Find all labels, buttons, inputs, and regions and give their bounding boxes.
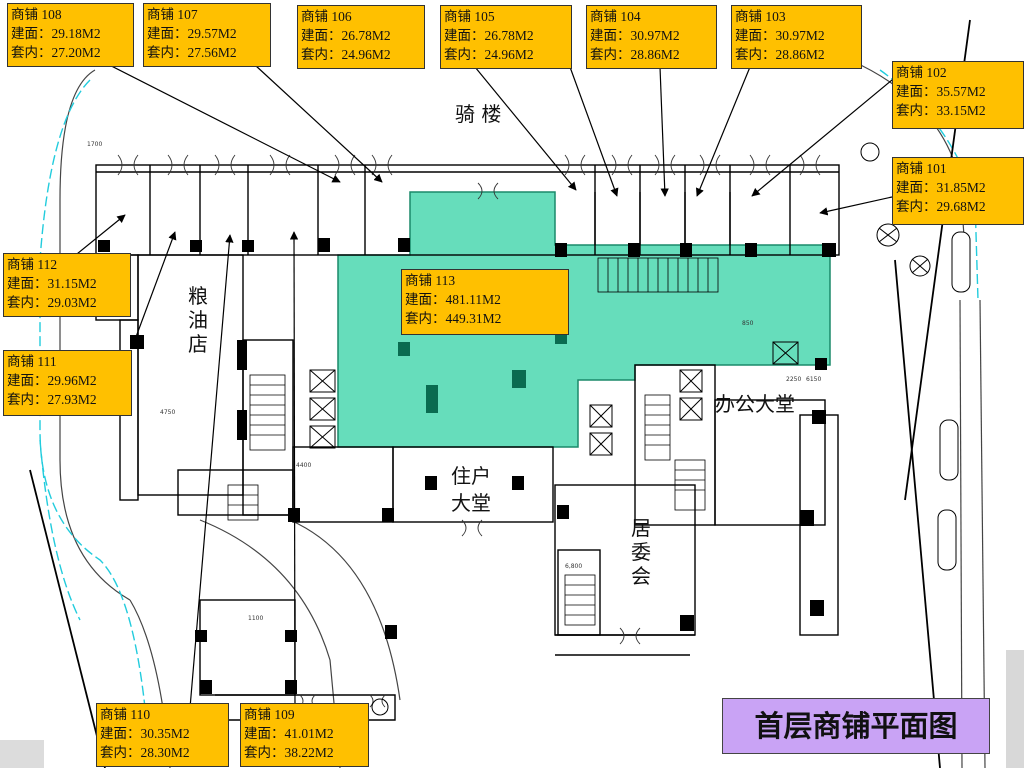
shop-110-name: 商铺 110 [100, 707, 151, 722]
dimension-text: 1700 4750 2250 6150 4400 1100 6,800 850 [87, 141, 821, 622]
dimension-4750: 4750 [160, 409, 175, 416]
shop-104-built-area: 建面：30.97M2 [590, 28, 680, 43]
shop-101-built-area: 建面：31.85M2 [896, 180, 986, 195]
shop-105-inner-area: 套内：24.96M2 [444, 47, 534, 62]
shop-113-name: 商铺 113 [405, 273, 456, 288]
shop-110-inner-area: 套内：28.30M2 [100, 745, 190, 760]
committee-label: 居委会 [631, 516, 651, 588]
dimension-2250: 2250 [786, 376, 801, 383]
shop-103-built-area: 建面：30.97M2 [735, 28, 825, 43]
shop-107-label: 商铺 107 建面：29.57M2 套内：27.56M2 [143, 3, 271, 67]
shop-113-label: 商铺 113 建面：481.11M2 套内：449.31M2 [401, 269, 569, 335]
shop-110-label: 商铺 110 建面：30.35M2 套内：28.30M2 [96, 703, 229, 767]
shop-102-label: 商铺 102 建面：35.57M2 套内：33.15M2 [892, 61, 1024, 129]
shop-105-label: 商铺 105 建面：26.78M2 套内：24.96M2 [440, 5, 572, 69]
shop-112-built-area: 建面：31.15M2 [7, 276, 97, 291]
shop-103-name: 商铺 103 [735, 9, 786, 24]
resident-lobby-label-2: 大堂 [451, 491, 491, 515]
trees [371, 142, 931, 716]
shop-103-inner-area: 套内：28.86M2 [735, 47, 825, 62]
shop-113-built-area: 建面：481.11M2 [405, 292, 501, 307]
shop-107-name: 商铺 107 [147, 7, 198, 22]
shop-111-inner-area: 套内：27.93M2 [7, 392, 97, 407]
dimension-1100: 1100 [248, 615, 263, 622]
shop-111-name: 商铺 111 [7, 354, 57, 369]
shop-113-columns [398, 330, 567, 413]
shop-112-label: 商铺 112 建面：31.15M2 套内：29.03M2 [3, 253, 131, 317]
corner-panel [0, 740, 44, 768]
stairs [227, 257, 719, 626]
door-swings [117, 154, 821, 708]
shop-102-built-area: 建面：35.57M2 [896, 84, 986, 99]
shop-104-label: 商铺 104 建面：30.97M2 套内：28.86M2 [586, 5, 717, 69]
dimension-4400: 4400 [296, 462, 311, 469]
shop-106-name: 商铺 106 [301, 9, 352, 24]
shop-101-name: 商铺 101 [896, 161, 947, 176]
shop-111-label: 商铺 111 建面：29.96M2 套内：27.93M2 [3, 350, 132, 416]
site-boundary [59, 59, 986, 768]
grain-store-label: 粮油店 [188, 284, 208, 356]
shop-108-inner-area: 套内：27.20M2 [11, 45, 101, 60]
shop-102-name: 商铺 102 [896, 65, 947, 80]
shop-109-inner-area: 套内：38.22M2 [244, 745, 334, 760]
shop-113-inner-area: 套内：449.31M2 [405, 311, 502, 326]
page-title: 首层商铺平面图 [722, 698, 990, 754]
dimension-1700: 1700 [87, 141, 102, 148]
dimension-850: 850 [742, 320, 754, 327]
shop-110-built-area: 建面：30.35M2 [100, 726, 190, 741]
shop-104-name: 商铺 104 [590, 9, 641, 24]
shop-104-inner-area: 套内：28.86M2 [590, 47, 680, 62]
resident-lobby-label-1: 住户 [451, 464, 491, 488]
shop-103-label: 商铺 103 建面：30.97M2 套内：28.86M2 [731, 5, 862, 69]
shop-105-name: 商铺 105 [444, 9, 495, 24]
shop-102-inner-area: 套内：33.15M2 [896, 103, 986, 118]
shop-107-inner-area: 套内：27.56M2 [147, 45, 237, 60]
dimension-6150: 6150 [806, 376, 821, 383]
shop-109-built-area: 建面：41.01M2 [244, 726, 334, 741]
shop-101-label: 商铺 101 建面：31.85M2 套内：29.68M2 [892, 157, 1024, 225]
shop-108-name: 商铺 108 [11, 7, 62, 22]
shop-105-built-area: 建面：26.78M2 [444, 28, 534, 43]
structural-columns [98, 238, 836, 694]
arcade-label: 骑 楼 [455, 102, 502, 126]
shop-112-inner-area: 套内：29.03M2 [7, 295, 97, 310]
shop-109-label: 商铺 109 建面：41.01M2 套内：38.22M2 [240, 703, 369, 767]
shop-111-built-area: 建面：29.96M2 [7, 373, 97, 388]
edge-panel [1006, 650, 1024, 768]
elevators [309, 341, 799, 456]
dimension-6800: 6,800 [565, 563, 582, 570]
shop-106-inner-area: 套内：24.96M2 [301, 47, 391, 62]
parked-cars [937, 231, 971, 571]
shop-107-built-area: 建面：29.57M2 [147, 26, 237, 41]
shop-112-name: 商铺 112 [7, 257, 58, 272]
shop-101-inner-area: 套内：29.68M2 [896, 199, 986, 214]
shop-106-built-area: 建面：26.78M2 [301, 28, 391, 43]
leader-arrows [69, 44, 893, 709]
office-lobby-label: 办公大堂 [715, 392, 795, 416]
shop-108-label: 商铺 108 建面：29.18M2 套内：27.20M2 [7, 3, 134, 67]
shop-109-name: 商铺 109 [244, 707, 295, 722]
shop-106-label: 商铺 106 建面：26.78M2 套内：24.96M2 [297, 5, 425, 69]
shop-108-built-area: 建面：29.18M2 [11, 26, 101, 41]
